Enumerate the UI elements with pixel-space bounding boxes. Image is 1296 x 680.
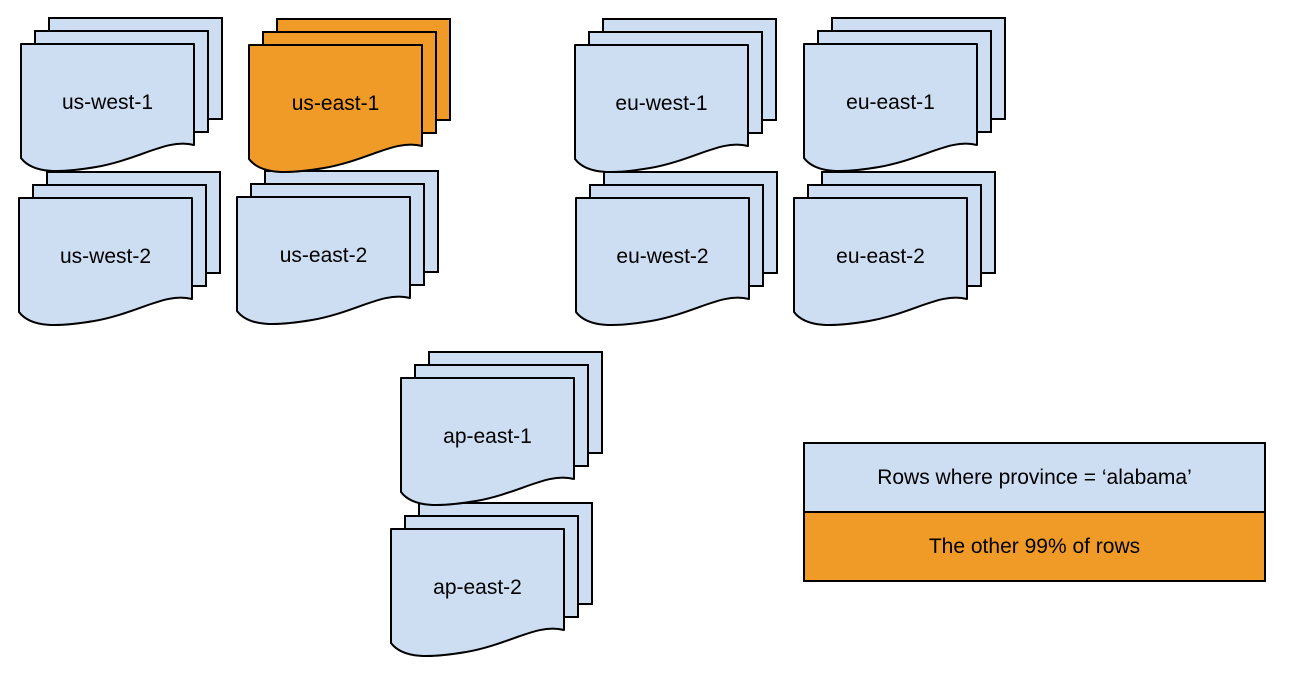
document-icon xyxy=(574,44,749,174)
region-stack-eu-east-2: eu-east-2 xyxy=(793,171,996,329)
region-stack-us-east-2: us-east-2 xyxy=(236,170,439,328)
region-stack-us-west-1: us-west-1 xyxy=(20,17,223,175)
region-stack-eu-west-1: eu-west-1 xyxy=(574,18,777,176)
region-stack-eu-west-2: eu-west-2 xyxy=(575,171,778,329)
document-icon xyxy=(793,197,968,327)
region-stack-us-west-2: us-west-2 xyxy=(18,171,221,329)
region-stack-ap-east-2: ap-east-2 xyxy=(390,502,593,660)
legend-item-alabama-rows: Rows where province = ‘alabama’ xyxy=(805,444,1264,511)
document-icon xyxy=(248,44,423,174)
region-stack-ap-east-1: ap-east-1 xyxy=(400,351,603,509)
document-icon xyxy=(803,43,978,173)
legend: Rows where province = ‘alabama’ The othe… xyxy=(803,442,1266,582)
document-icon xyxy=(400,377,575,507)
legend-item-other-rows: The other 99% of rows xyxy=(805,511,1264,580)
region-stack-eu-east-1: eu-east-1 xyxy=(803,17,1006,175)
document-icon xyxy=(20,43,195,173)
document-icon xyxy=(18,197,193,327)
region-stack-us-east-1: us-east-1 xyxy=(248,18,451,176)
document-icon xyxy=(236,196,411,326)
document-icon xyxy=(390,528,565,658)
document-icon xyxy=(575,197,750,327)
